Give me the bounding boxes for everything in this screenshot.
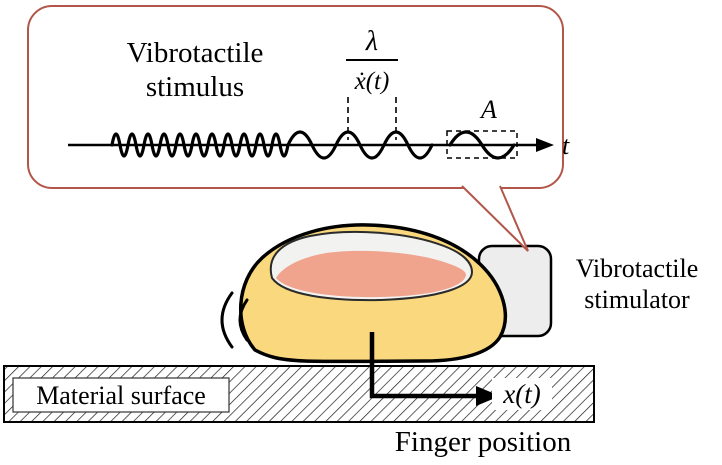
amplitude-marker-box — [446, 130, 518, 159]
time-axis-label: t — [562, 131, 570, 160]
fingernail-bed — [276, 250, 466, 298]
material-surface-label: Material surface — [36, 381, 206, 410]
caption-finger-position: Finger position — [395, 426, 572, 458]
vibration-arc-inner — [238, 298, 249, 342]
stimulator-label-line1: Vibrotactile — [576, 254, 699, 283]
stimulus-waveform — [110, 130, 434, 160]
callout-tail — [461, 185, 529, 252]
stimulus-waveform-end-cycle — [448, 130, 516, 160]
amplitude-label: A — [479, 95, 497, 124]
position-label: x(t) — [502, 379, 540, 409]
position-arrow — [369, 332, 478, 399]
stimulator-label-line2: stimulator — [584, 285, 690, 314]
time-axis-arrow-head — [536, 138, 554, 152]
position-arrow-head — [476, 386, 500, 406]
callout-title-line2: stimulus — [146, 71, 244, 103]
position-label-box — [492, 378, 552, 410]
material-surface-label-box — [12, 377, 230, 413]
wavelength-denominator: ẋ(t) — [354, 68, 390, 95]
vibration-arc-outer — [220, 291, 234, 349]
callout-title-line1: Vibrotactile — [127, 37, 264, 69]
wavelength-numerator: λ — [365, 26, 378, 57]
